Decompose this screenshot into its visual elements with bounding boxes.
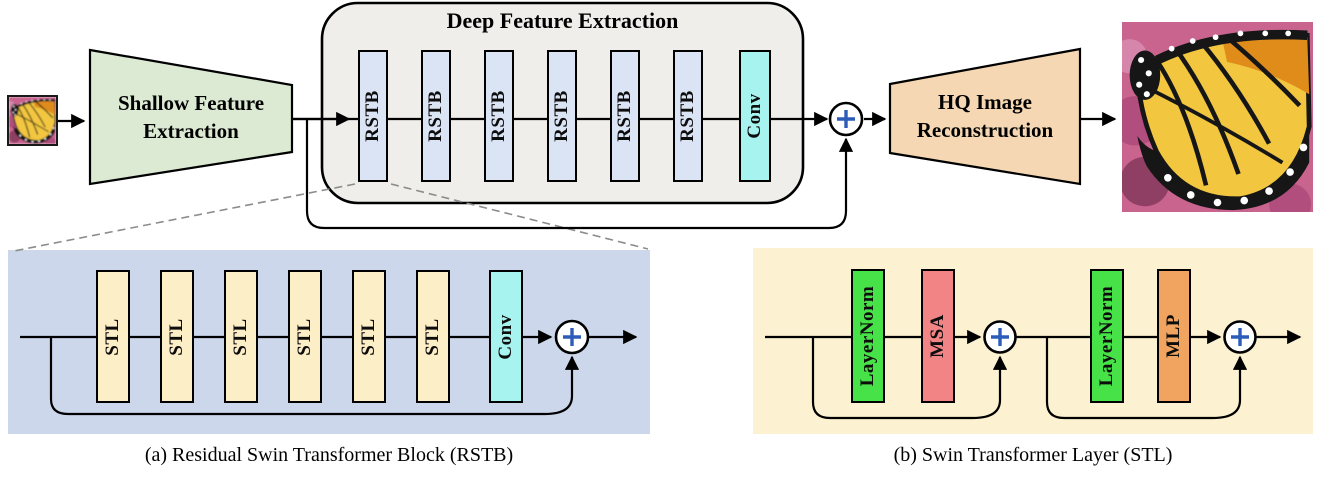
input-lq-image xyxy=(7,95,58,146)
skip-connection xyxy=(1045,337,1248,420)
mlp-block: MLP xyxy=(1157,269,1191,403)
stl-block: STL xyxy=(288,270,322,403)
add-icon xyxy=(1223,320,1257,354)
add-icon xyxy=(828,101,864,137)
stl-label: STL xyxy=(294,317,315,356)
rstb-block: RSTB xyxy=(484,50,514,182)
layernorm-block: LayerNorm xyxy=(1090,269,1124,403)
stl-block: STL xyxy=(224,270,258,403)
layernorm-label: LayerNorm xyxy=(1096,285,1117,387)
stl-label: STL xyxy=(358,317,379,356)
rstb-label: RSTB xyxy=(362,90,383,142)
msa-block: MSA xyxy=(921,269,955,403)
stl-block: STL xyxy=(96,270,130,403)
rstb-label: RSTB xyxy=(677,90,698,142)
add-icon xyxy=(983,320,1017,354)
stl-block: STL xyxy=(352,270,386,403)
rstb-block: RSTB xyxy=(547,50,577,182)
shallow-feature-trapezoid xyxy=(88,48,294,186)
conv-block: Conv xyxy=(489,270,523,403)
skip-connection xyxy=(49,337,580,416)
conv-label: Conv xyxy=(744,93,765,139)
rstb-block: RSTB xyxy=(358,50,388,182)
skip-connection xyxy=(305,119,854,230)
caption-rstb: (a) Residual Swin Transformer Block (RST… xyxy=(144,444,514,466)
skip-connection xyxy=(811,337,1008,420)
msa-label: MSA xyxy=(927,314,948,358)
rstb-label: RSTB xyxy=(488,90,509,142)
conv-label: Conv xyxy=(495,313,516,360)
caption-stl: (b) Swin Transformer Layer (STL) xyxy=(893,444,1173,466)
stl-label: STL xyxy=(166,317,187,356)
label-line: HQ Image xyxy=(938,90,1032,114)
label-line: Reconstruction xyxy=(916,118,1054,142)
stl-block: STL xyxy=(416,270,450,403)
rstb-block: RSTB xyxy=(610,50,640,182)
layernorm-label: LayerNorm xyxy=(857,285,878,387)
shallow-feature-extraction-label: Shallow Feature Extraction xyxy=(92,89,290,145)
label-line: Extraction xyxy=(143,119,239,143)
conv-block: Conv xyxy=(739,50,771,182)
rstb-label: RSTB xyxy=(551,90,572,142)
stl-label: STL xyxy=(422,317,443,356)
rstb-label: RSTB xyxy=(425,90,446,142)
hq-image-reconstruction-label: HQ Image Reconstruction xyxy=(890,88,1080,144)
deep-feature-extraction-title: Deep Feature Extraction xyxy=(446,8,679,33)
dashed-connector xyxy=(13,183,649,252)
rstb-block: RSTB xyxy=(421,50,451,182)
mlp-label: MLP xyxy=(1163,314,1184,358)
output-hq-image xyxy=(1122,22,1313,212)
hq-reconstruction-trapezoid xyxy=(888,47,1082,186)
stl-block: STL xyxy=(160,270,194,403)
label-line: Shallow Feature xyxy=(117,91,265,115)
rstb-label: RSTB xyxy=(614,90,635,142)
add-icon xyxy=(554,319,590,355)
rstb-block: RSTB xyxy=(673,50,703,182)
layernorm-block: LayerNorm xyxy=(851,269,885,403)
stl-label: STL xyxy=(102,317,123,356)
stl-label: STL xyxy=(230,317,251,356)
